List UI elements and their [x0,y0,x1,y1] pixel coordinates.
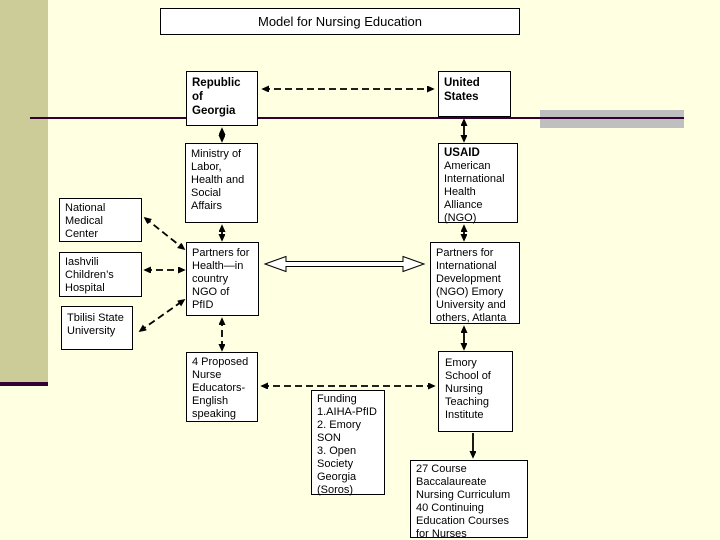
node-partners-for-health: Partners for Health—in country NGO of Pf… [186,242,259,316]
node-funding-sources: Funding 1.AIHA-PfID 2. Emory SON 3. Open… [311,390,385,496]
usaid-body: American International Health Alliance (… [444,160,505,224]
node-course-outcomes: 27 Course Baccalaureate Nursing Curricul… [410,460,528,540]
node-partners-for-international-development: Partners for International Development (… [430,242,520,324]
node-emory-school-of-nursing: Emory School of Nursing Teaching Institu… [438,351,513,432]
gray-accent-bar [540,110,684,128]
horizontal-divider-line [30,117,684,119]
sidebar-stripe [0,0,48,382]
node-united-states: United States [438,71,511,117]
node-usaid: USAID American International Health Alli… [438,143,518,224]
edge-partnershealth-partnersintl-hollow-block-arrow [263,255,426,273]
node-republic-of-georgia: Republic of Georgia [186,71,258,126]
node-tbilisi-state-university: Tbilisi State University [61,306,133,350]
edge-nmc-partnershealth-dashed-arrow [145,218,184,249]
node-national-medical-center: National Medical Center [59,198,142,242]
node-proposed-nurse-educators: 4 Proposed Nurse Educators- English spea… [186,352,258,422]
edge-tbilisi-partnershealth-dashed-arrow [140,300,184,331]
usaid-title: USAID [444,147,480,159]
node-iashvili-childrens-hospital: Iashvili Children’s Hospital [59,252,142,297]
slide-title: Model for Nursing Education [160,8,520,35]
node-ministry-of-labor: Ministry of Labor, Health and Social Aff… [185,143,258,223]
sidebar-stripe-footer-bar [0,382,48,386]
